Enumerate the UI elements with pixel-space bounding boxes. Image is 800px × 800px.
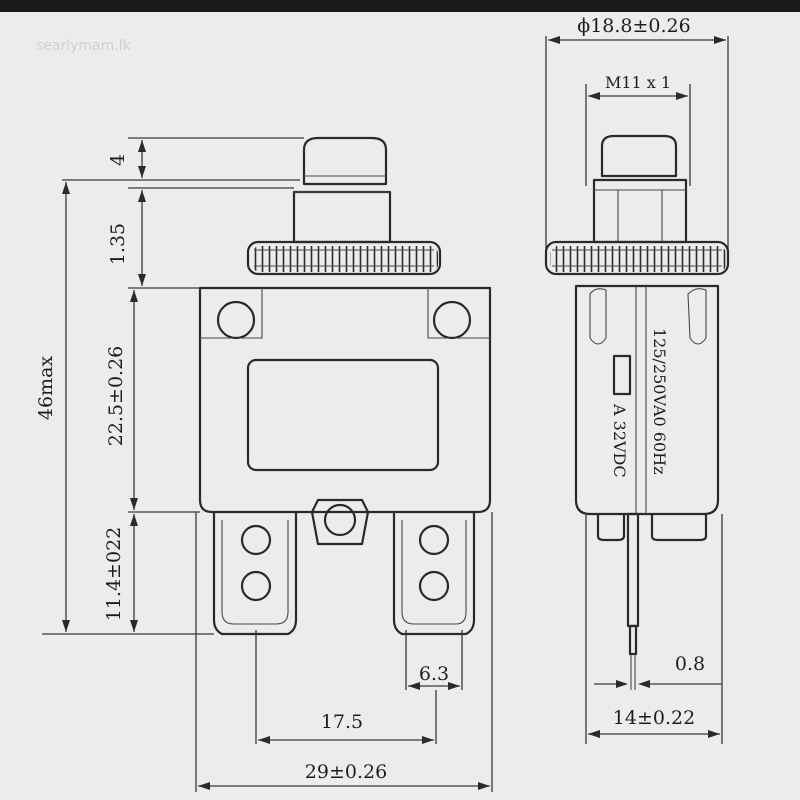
dim-body-depth: 14±0.22 [613,707,695,729]
dim-flange-diameter: ϕ18.8±0.26 [577,15,690,37]
front-terminal-left [212,512,298,636]
front-mount-hole-right [432,300,472,340]
dim-terminal-spacing: 17.5 [321,711,363,733]
side-knurled-ring [544,240,730,276]
front-push-button [302,136,388,186]
side-body [574,284,720,542]
front-terminal-right [392,512,476,636]
dim-terminal-height: 11.4±022 [103,527,125,622]
dim-nut-height: 1.35 [107,223,129,265]
rating-ac-label: 125/250VA0 60Hz [650,328,669,475]
front-body [198,286,492,546]
dim-body-height: 22.5±0.26 [105,346,127,447]
top-bar [0,0,800,12]
dim-terminal-thickness: 0.8 [675,653,705,675]
side-push-button [600,134,678,178]
dim-button-height: 4 [107,154,129,166]
rating-dc-label: A 32VDC [610,403,629,478]
dim-overall-height: 46max [35,356,57,421]
front-mount-hole-left [216,300,256,340]
dim-overall-width: 29±0.26 [305,761,387,783]
front-rivet [310,498,370,546]
watermark-text: searlymam.lk [36,38,132,54]
front-view: 4 1.35 22.5±0.26 11.4±022 46max 6.3 [35,136,493,792]
dim-thread: M11 x 1 [605,73,671,92]
side-terminal-blade [626,512,640,690]
dim-terminal-width: 6.3 [419,663,449,685]
side-indicator-slot [612,354,632,396]
front-nut [292,190,392,244]
side-hex-nut [592,178,688,244]
side-view: ϕ18.8±0.26 M11 x 1 [544,15,730,744]
front-label-window [246,358,440,472]
front-knurled-ring [246,240,442,276]
